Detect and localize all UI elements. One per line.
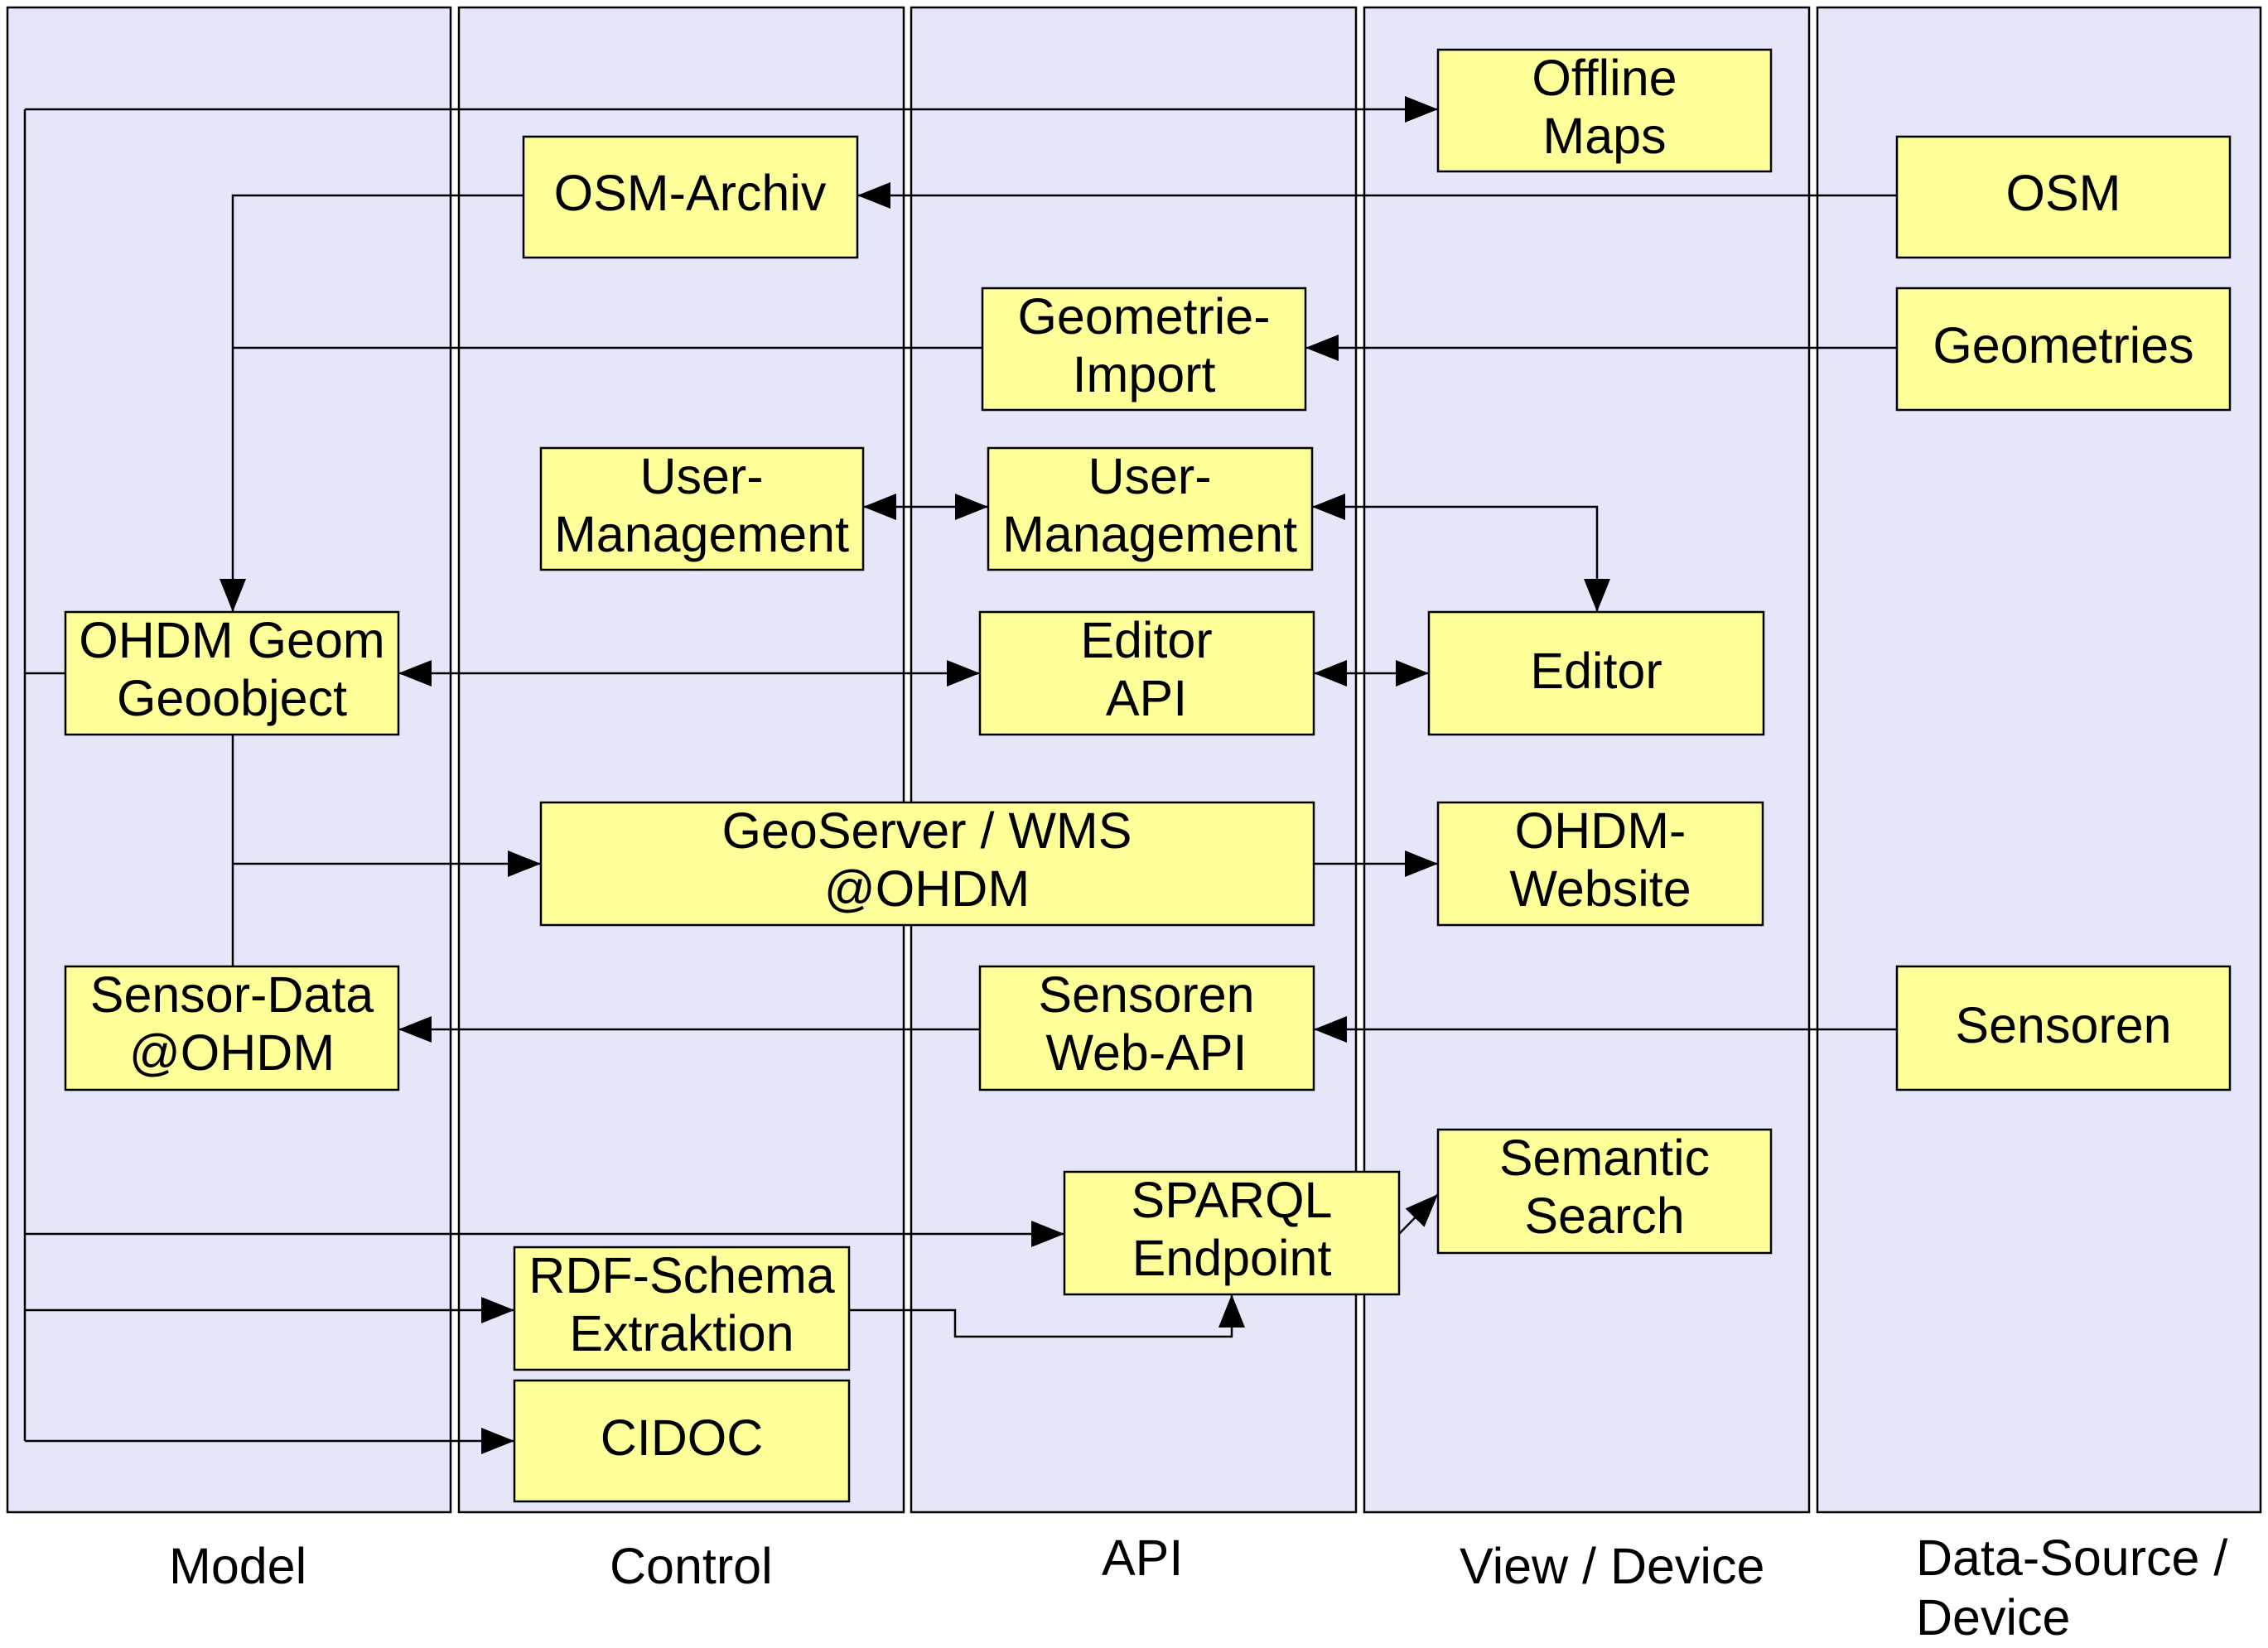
node-osm-label: OSM <box>2006 165 2121 221</box>
lane-label-data-source-device: Data-Source / Device <box>1916 1530 2241 1646</box>
node-semantic-search-line1: Semantic <box>1499 1130 1710 1186</box>
node-geoserver-line2: @OHDM <box>824 860 1030 917</box>
node-sensoren-label: Sensoren <box>1955 997 2171 1053</box>
node-geoserver-wms[interactable]: GeoServer / WMS@OHDM <box>539 801 1315 927</box>
node-sensoren[interactable]: Sensoren <box>1895 965 2232 1091</box>
node-cidoc-label: CIDOC <box>601 1409 764 1466</box>
lane-label-data-source-line1: Data-Source / <box>1916 1530 2227 1586</box>
node-sensor-data[interactable]: Sensor-Data@OHDM <box>64 965 400 1091</box>
node-sensor-data-line2: @OHDM <box>129 1024 335 1081</box>
node-sensor-data-line1: Sensor-Data <box>90 966 374 1023</box>
node-osm-archiv[interactable]: OSM-Archiv <box>522 135 859 259</box>
connectors <box>23 96 1897 1454</box>
node-geometries-label: Geometries <box>1933 317 2193 373</box>
node-osm[interactable]: OSM <box>1895 135 2232 259</box>
node-geometrie-import[interactable]: Geometrie-Import <box>981 287 1307 412</box>
node-user-management-api[interactable]: User-Management <box>987 446 1314 571</box>
lane-api: API <box>910 6 1358 1586</box>
node-ohdm-website-line1: OHDM- <box>1515 802 1687 859</box>
node-editor[interactable]: Editor <box>1427 610 1765 736</box>
node-geometrie-import-line2: Import <box>1073 346 1216 402</box>
node-sparql-line1: SPARQL <box>1132 1172 1333 1228</box>
node-ohdm-website-line2: Website <box>1509 860 1691 917</box>
lane-model: Model <box>6 6 452 1594</box>
node-cidoc[interactable]: CIDOC <box>513 1379 851 1503</box>
edge-sparql-to-semantic-search <box>1398 1193 1439 1235</box>
lane-label-api: API <box>1102 1530 1183 1586</box>
node-sensoren-web-api-line2: Web-API <box>1046 1024 1247 1081</box>
node-ohdm-geom-line2: Geoobject <box>117 670 347 726</box>
node-editor-label: Editor <box>1530 643 1662 699</box>
lane-label-model: Model <box>169 1538 306 1594</box>
node-osm-archiv-label: OSM-Archiv <box>554 165 827 221</box>
lane-label-data-source-line2: Device <box>1916 1589 2070 1646</box>
node-user-management-api-line1: User- <box>1088 448 1211 504</box>
lane-view-device: View / Device <box>1363 6 1811 1594</box>
node-geoserver-line1: GeoServer / WMS <box>722 802 1132 859</box>
edge-rdf-schema-to-sparql <box>849 1294 1245 1338</box>
node-semantic-search-line2: Search <box>1524 1188 1684 1244</box>
svg-text:User-Management: User-Management <box>1002 448 1297 562</box>
lane-label-view-device: View / Device <box>1460 1538 1764 1594</box>
node-ohdm-geom-line1: OHDM Geom <box>79 612 384 668</box>
svg-text:Sensor-Data@OHDM: Sensor-Data@OHDM <box>90 966 374 1081</box>
edge-user-mgmt-api-editor <box>1312 494 1610 612</box>
node-user-management-control-line1: User- <box>639 448 763 504</box>
node-editor-api-line1: Editor <box>1080 612 1212 668</box>
node-geometries[interactable]: Geometries <box>1895 287 2232 412</box>
node-offline-maps-line1: Offline <box>1532 50 1677 106</box>
node-user-management-control-line2: Management <box>554 506 849 562</box>
node-rdf-schema-line1: RDF-Schema <box>528 1247 835 1303</box>
svg-text:GeoServer / WMS@OHDM: GeoServer / WMS@OHDM <box>722 802 1132 917</box>
svg-text:OHDM-Website: OHDM-Website <box>1509 802 1691 917</box>
node-sensoren-web-api-line1: Sensoren <box>1038 966 1254 1023</box>
node-sparql-line2: Endpoint <box>1132 1230 1332 1286</box>
node-ohdm-website[interactable]: OHDM-Website <box>1436 801 1764 927</box>
lane-label-control: Control <box>610 1538 773 1594</box>
node-geometrie-import-line1: Geometrie- <box>1017 288 1270 345</box>
node-user-management-control[interactable]: User-Management <box>539 446 865 571</box>
svg-text:User-Management: User-Management <box>554 448 849 562</box>
edge-osm-archiv-to-ohdm-geom <box>220 194 524 612</box>
svg-text:Geometrie-Import: Geometrie-Import <box>1017 288 1270 402</box>
node-offline-maps-line2: Maps <box>1542 108 1666 164</box>
node-editor-api-line2: API <box>1106 670 1187 726</box>
node-rdf-schema-line2: Extraktion <box>569 1305 794 1361</box>
node-user-management-api-line2: Management <box>1002 506 1297 562</box>
